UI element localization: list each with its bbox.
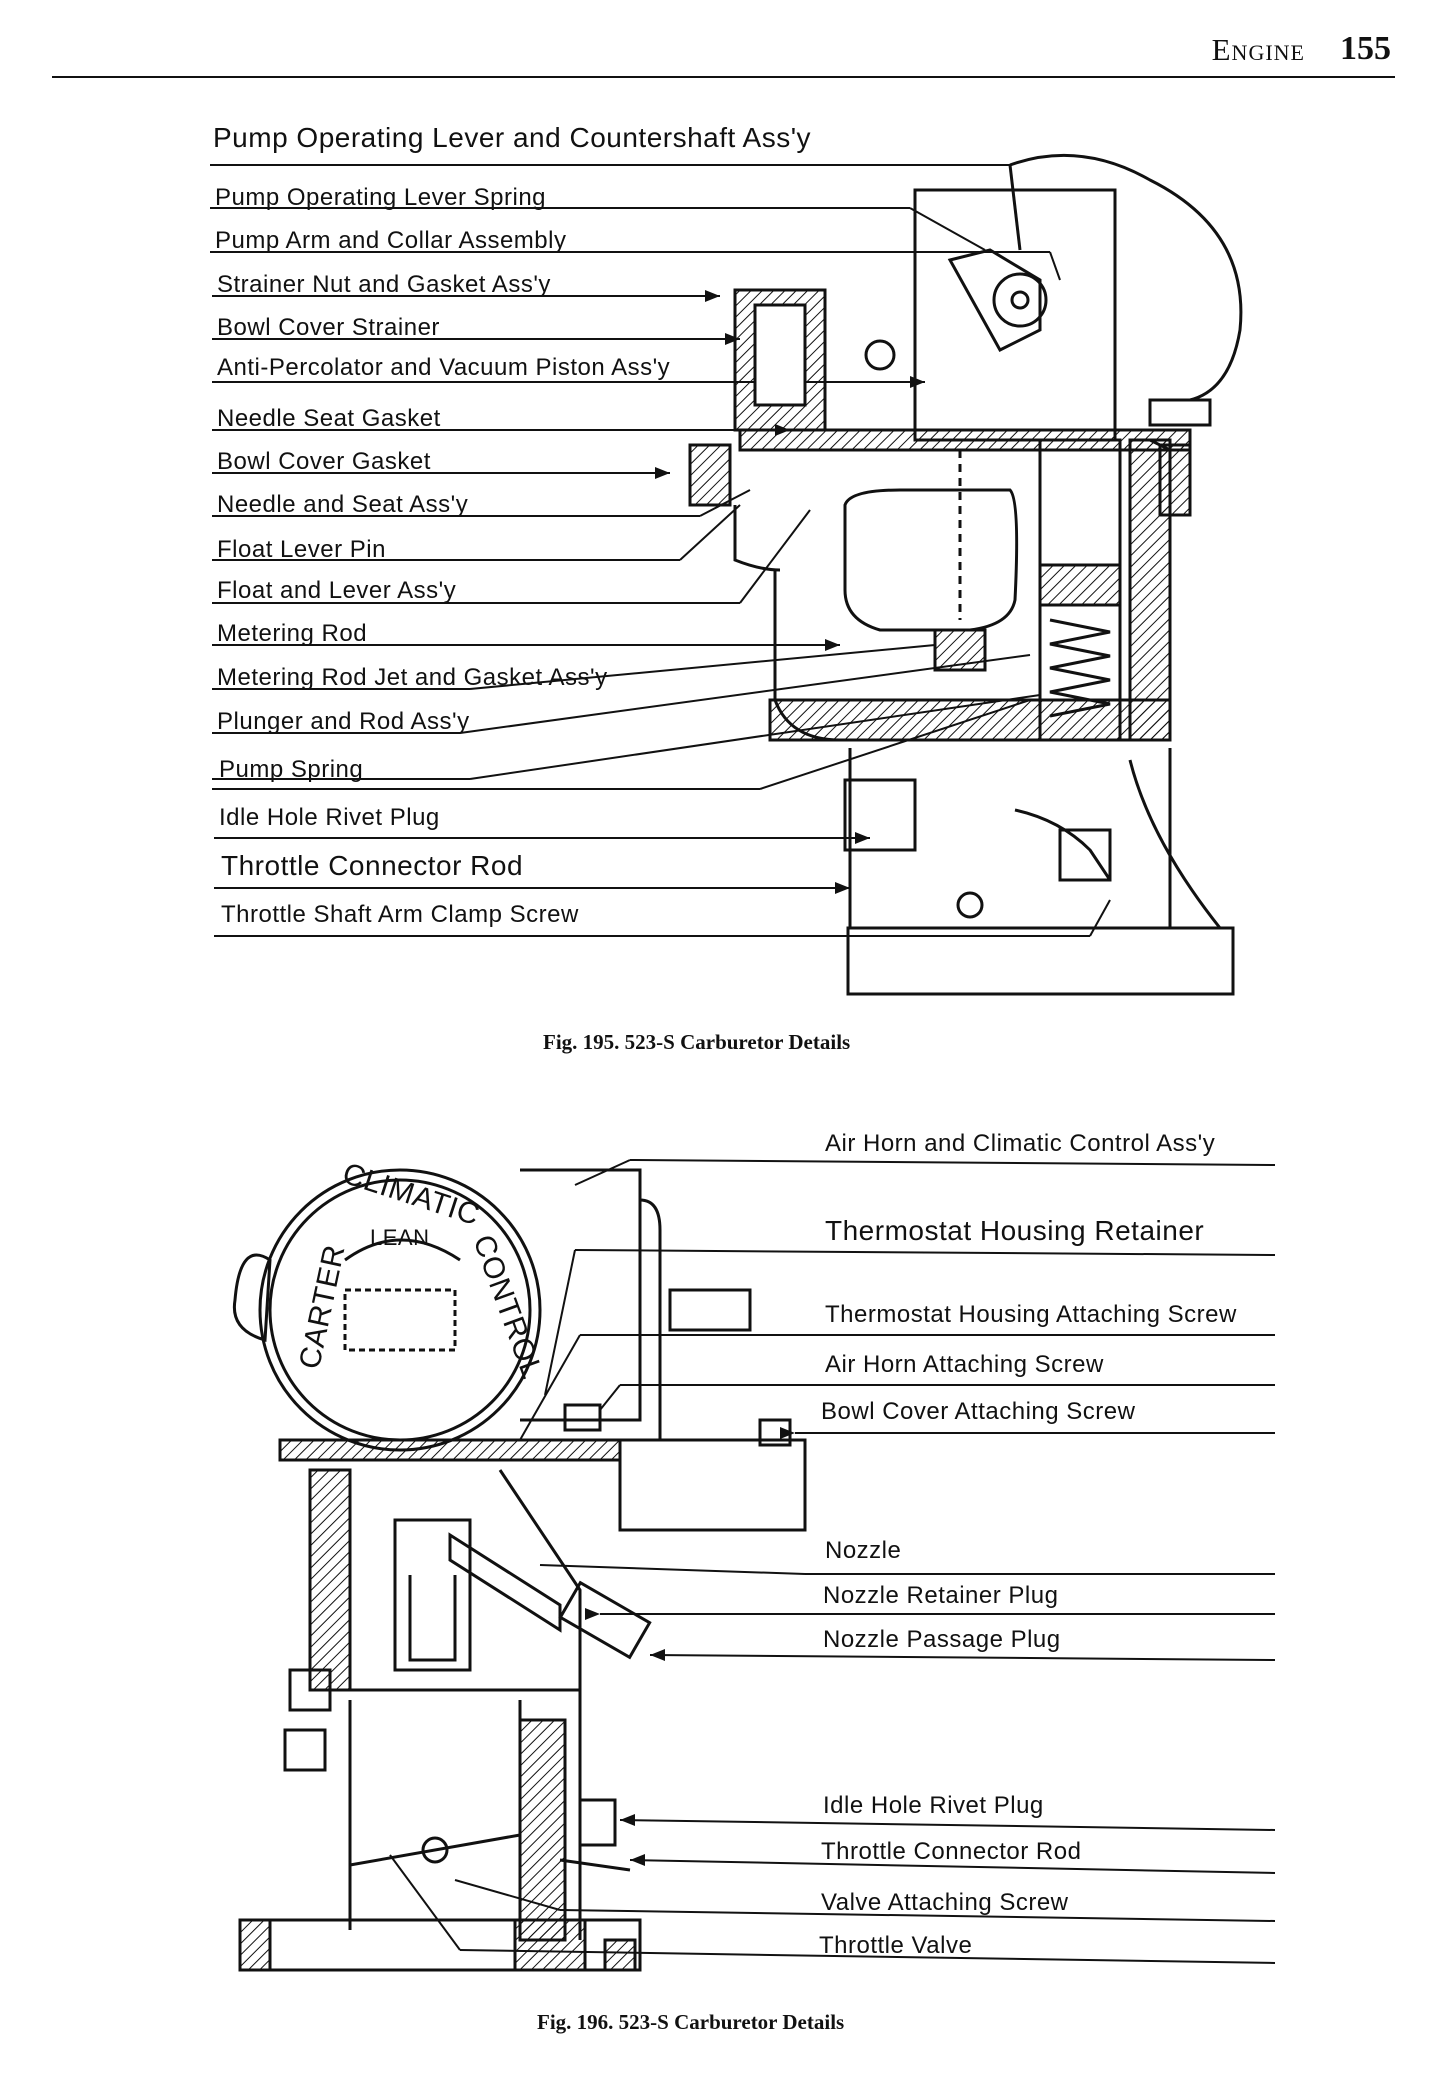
label-throttle-connector-rod-2: Throttle Connector Rod	[821, 1838, 1082, 1865]
label-idle-hole-rivet-plug-2: Idle Hole Rivet Plug	[823, 1792, 1044, 1819]
page-number: 155	[1340, 30, 1391, 67]
label-metering-rod-jet: Metering Rod Jet and Gasket Ass'y	[217, 664, 608, 691]
label-nozzle: Nozzle	[825, 1537, 902, 1564]
label-thermostat-housing-retainer: Thermostat Housing Retainer	[825, 1215, 1205, 1246]
fig196-caption: Fig. 196. 523-S Carburetor Details	[537, 2010, 845, 2034]
fig196-carburetor-drawing	[232, 1168, 807, 1972]
fig196-leaders	[389, 1159, 1276, 1964]
label-anti-percolator: Anti-Percolator and Vacuum Piston Ass'y	[217, 354, 671, 381]
label-strainer-nut-gasket: Strainer Nut and Gasket Ass'y	[217, 271, 551, 298]
label-throttle-connector-rod: Throttle Connector Rod	[221, 850, 524, 881]
page-header: Engine 155	[52, 28, 1395, 78]
section-title: Engine	[1211, 32, 1305, 67]
label-air-horn-climatic-control: Air Horn and Climatic Control Ass'y	[825, 1130, 1216, 1157]
label-idle-hole-rivet-plug: Idle Hole Rivet Plug	[219, 804, 440, 831]
label-nozzle-retainer-plug: Nozzle Retainer Plug	[823, 1582, 1059, 1609]
label-air-horn-attaching-screw: Air Horn Attaching Screw	[825, 1351, 1104, 1378]
label-needle-seat-gasket: Needle Seat Gasket	[217, 405, 441, 432]
label-nozzle-passage-plug: Nozzle Passage Plug	[823, 1626, 1061, 1653]
label-bowl-cover-gasket: Bowl Cover Gasket	[217, 448, 431, 475]
label-throttle-shaft-arm-clamp-screw: Throttle Shaft Arm Clamp Screw	[221, 901, 579, 928]
label-bowl-cover-strainer: Bowl Cover Strainer	[217, 314, 440, 341]
label-pump-operating-lever-countershaft: Pump Operating Lever and Countershaft As…	[213, 122, 812, 153]
fig195-caption: Fig. 195. 523-S Carburetor Details	[543, 1030, 851, 1054]
fig195-carburetor-drawing	[688, 153, 1243, 996]
label-float-lever-pin: Float Lever Pin	[217, 536, 386, 563]
label-pump-operating-lever-spring: Pump Operating Lever Spring	[215, 184, 547, 211]
label-float-and-lever: Float and Lever Ass'y	[217, 577, 457, 604]
label-plunger-and-rod: Plunger and Rod Ass'y	[217, 708, 470, 735]
dial-text-lean: LEAN	[370, 1225, 430, 1250]
label-needle-and-seat: Needle and Seat Ass'y	[217, 491, 469, 518]
label-pump-arm-collar: Pump Arm and Collar Assembly	[215, 227, 567, 254]
label-thermostat-housing-attaching-screw: Thermostat Housing Attaching Screw	[825, 1301, 1237, 1328]
label-throttle-valve: Throttle Valve	[819, 1932, 973, 1959]
label-metering-rod: Metering Rod	[217, 620, 368, 647]
label-bowl-cover-attaching-screw: Bowl Cover Attaching Screw	[821, 1398, 1136, 1425]
label-valve-attaching-screw: Valve Attaching Screw	[821, 1889, 1069, 1916]
